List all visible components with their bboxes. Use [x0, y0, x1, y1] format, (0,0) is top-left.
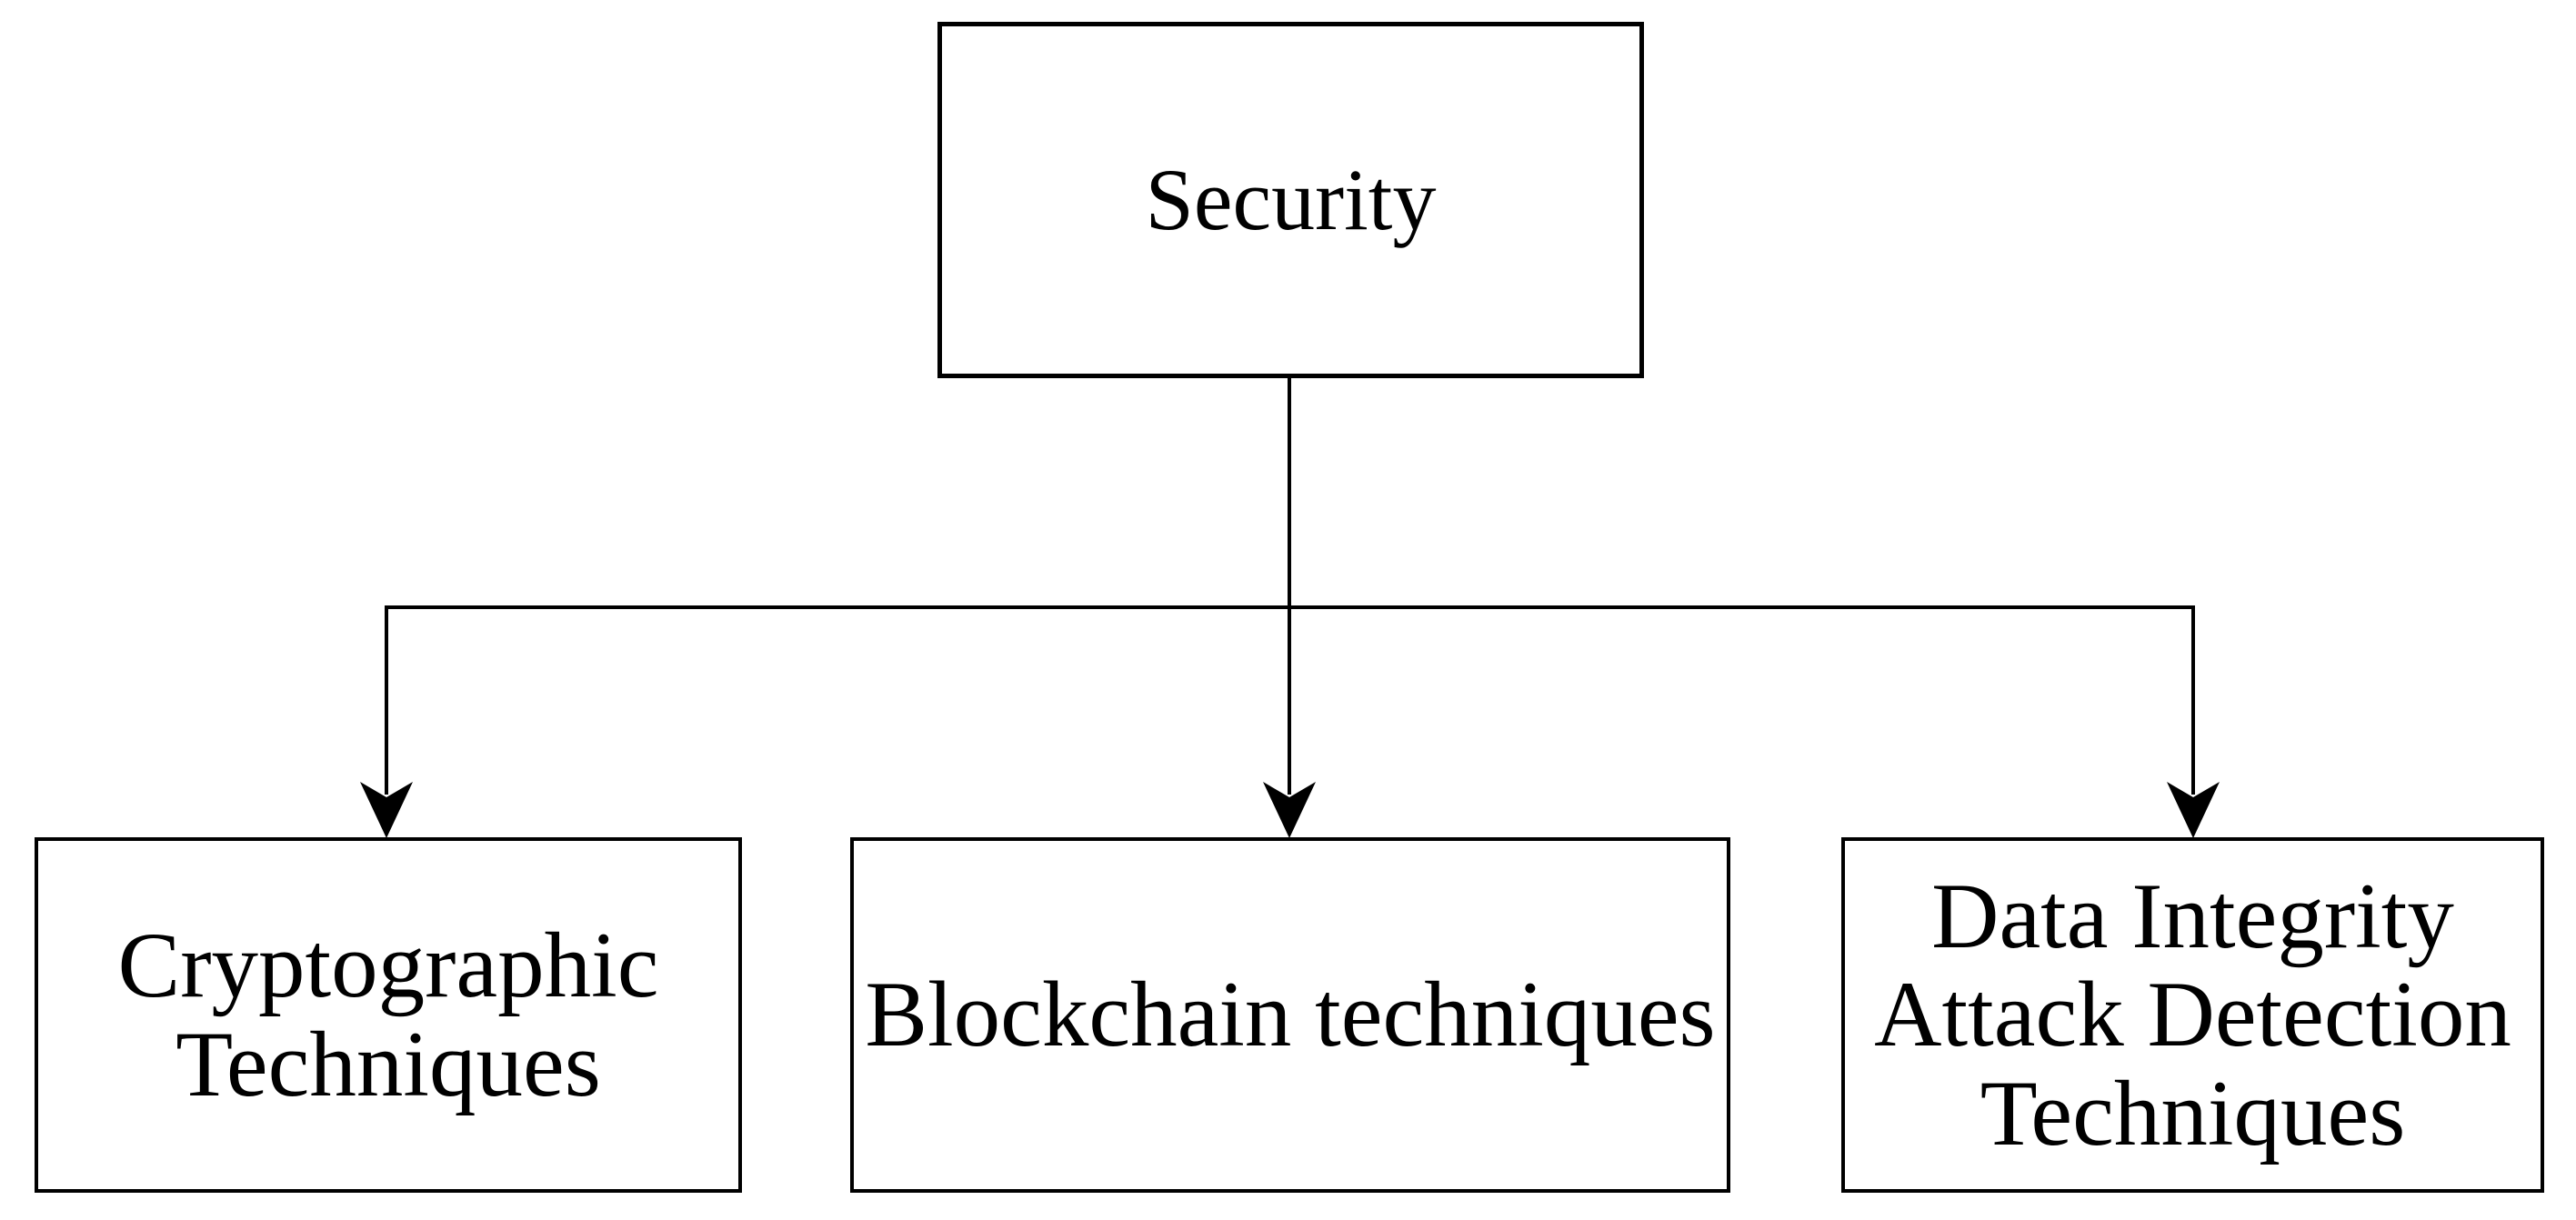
node-data-integrity-attack-detection-techniques-label: Data Integrity Attack Detection Techniqu… [1874, 865, 2511, 1165]
node-security: Security [937, 22, 1644, 378]
node-data-integrity-attack-detection-techniques: Data Integrity Attack Detection Techniqu… [1841, 837, 2544, 1193]
node-security-label: Security [1145, 150, 1437, 248]
arrowhead-right-icon [2167, 782, 2220, 838]
arrowhead-left-icon [360, 782, 413, 838]
node-cryptographic-techniques: Cryptographic Techniques [35, 837, 742, 1193]
node-cryptographic-techniques-label: Cryptographic Techniques [117, 914, 659, 1116]
node-blockchain-techniques: Blockchain techniques [850, 837, 1730, 1193]
node-blockchain-techniques-label: Blockchain techniques [865, 963, 1716, 1067]
arrowhead-center-icon [1263, 782, 1316, 838]
